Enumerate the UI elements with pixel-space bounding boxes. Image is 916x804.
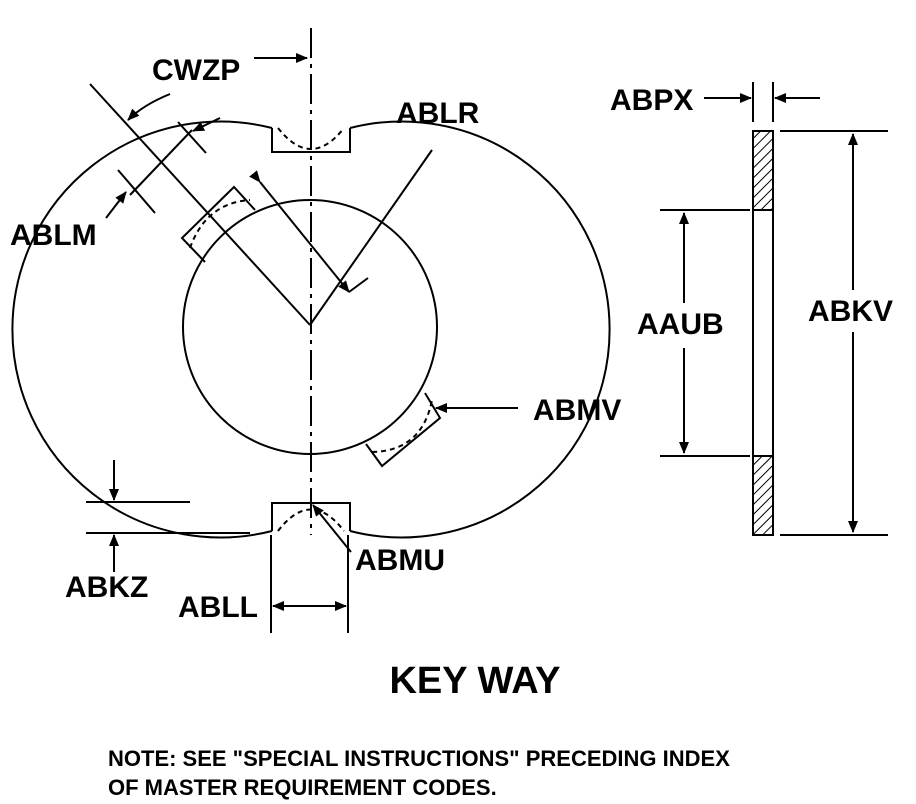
side-view [660, 82, 888, 536]
note-line-1: NOTE: SEE "SPECIAL INSTRUCTIONS" PRECEDI… [108, 746, 730, 771]
label-abkv: ABKV [808, 295, 893, 328]
label-abmv: ABMV [533, 394, 621, 427]
label-abkz: ABKZ [65, 571, 148, 604]
label-ablm: ABLM [10, 219, 97, 252]
label-abmu: ABMU [355, 544, 445, 577]
top-notch [271, 128, 351, 153]
label-ablr: ABLR [396, 97, 480, 130]
note-line-2: OF MASTER REQUIREMENT CODES. [108, 775, 497, 800]
label-abll: ABLL [178, 591, 258, 624]
label-cwzp: CWZP [152, 54, 240, 87]
front-view [11, 28, 611, 633]
note: NOTE: SEE "SPECIAL INSTRUCTIONS" PRECEDI… [108, 744, 730, 802]
outer-edge [11, 120, 611, 539]
side-profile [752, 130, 774, 536]
label-aaub: AAUB [637, 308, 724, 341]
figure-title: KEY WAY [389, 660, 560, 702]
label-abpx: ABPX [610, 84, 693, 117]
lower-right-tab [365, 392, 442, 468]
